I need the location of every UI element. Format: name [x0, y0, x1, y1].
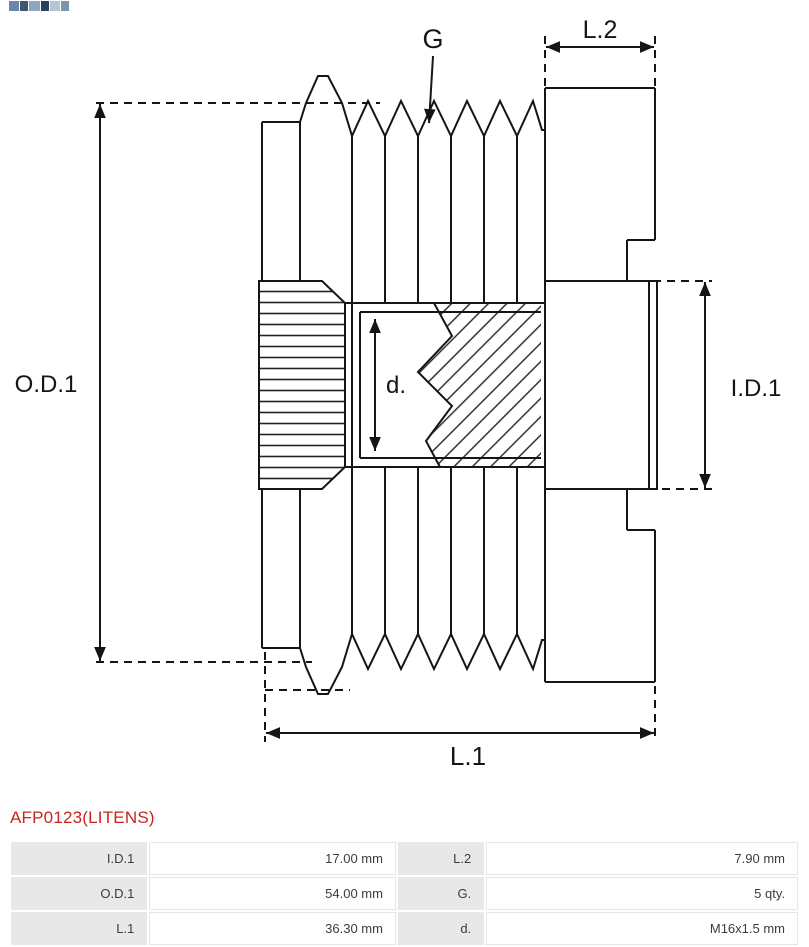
spec-value: 36.30 mm [149, 912, 396, 945]
spec-value: 54.00 mm [149, 877, 396, 910]
spec-value: 7.90 mm [486, 842, 798, 875]
spec-label: G. [397, 877, 485, 910]
label-groove: G [422, 24, 443, 54]
logo-pixel [20, 1, 28, 11]
pulley-technical-drawing: G L.2 O.D.1 I.D.1 d. L.1 [15, 16, 782, 771]
spec-label: O.D.1 [11, 877, 148, 910]
label-od1: O.D.1 [15, 371, 78, 398]
groove-leader [424, 55, 436, 124]
label-l1: L.1 [450, 741, 486, 771]
logo-pixel [41, 1, 49, 11]
label-l2: L.2 [583, 16, 618, 44]
spec-value: M16x1.5 mm [486, 912, 798, 945]
spec-row: O.D.1 54.00 mm G. 5 qty. [11, 877, 798, 910]
brand-logo [9, 1, 69, 11]
thread-section [416, 302, 541, 468]
spec-label: I.D.1 [11, 842, 148, 875]
knurl-section [258, 280, 346, 490]
spec-table: I.D.1 17.00 mm L.2 7.90 mm O.D.1 54.00 m… [9, 840, 800, 947]
spec-row: I.D.1 17.00 mm L.2 7.90 mm [11, 842, 798, 875]
logo-pixel [29, 1, 40, 11]
spec-value: 5 qty. [486, 877, 798, 910]
label-id1: I.D.1 [731, 375, 782, 402]
logo-pixel [61, 1, 69, 11]
spec-value: 17.00 mm [149, 842, 396, 875]
dimension-labels: G L.2 O.D.1 I.D.1 d. L.1 [15, 16, 782, 771]
extension-lines [96, 36, 712, 742]
logo-pixel [50, 1, 60, 11]
part-number: AFP0123(LITENS) [10, 808, 155, 827]
spec-label: L.2 [397, 842, 485, 875]
spec-label: d. [397, 912, 485, 945]
spec-row: L.1 36.30 mm d. M16x1.5 mm [11, 912, 798, 945]
bore-outline [345, 302, 545, 468]
label-bore-d: d. [386, 372, 406, 399]
hub-section [544, 280, 658, 490]
logo-pixel [9, 1, 19, 11]
spec-label: L.1 [11, 912, 148, 945]
